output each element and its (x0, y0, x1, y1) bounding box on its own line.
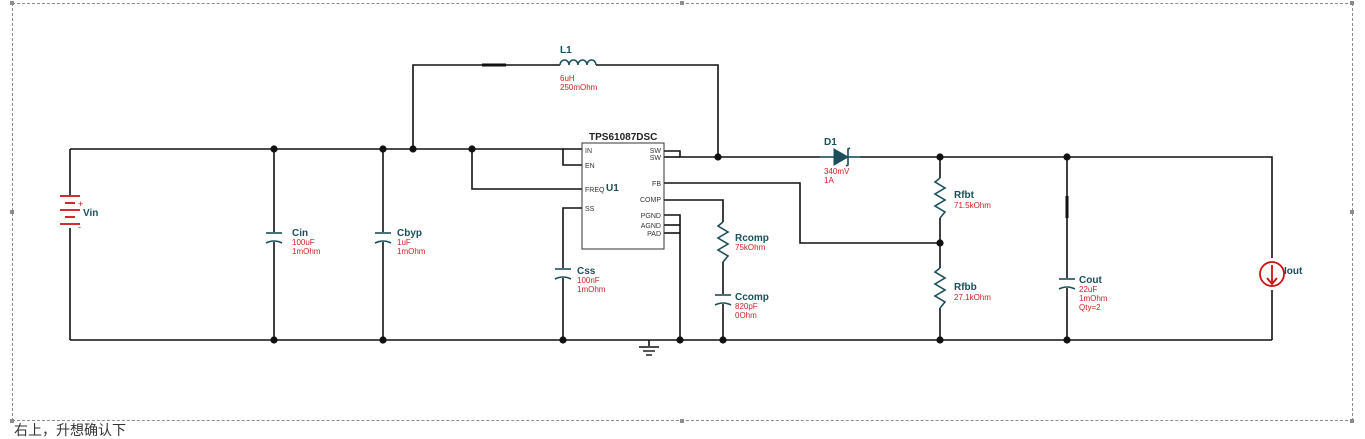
resize-handle-bottom-right[interactable] (1350, 419, 1354, 423)
resize-handle-bottom-center[interactable] (680, 419, 684, 423)
pin-sw-2: SW (650, 155, 662, 162)
css-capacitor[interactable]: Css 100nF 1mOhm (554, 266, 606, 294)
pin-pgnd: PGND (641, 213, 661, 220)
d1-value-current: 1A (824, 176, 834, 185)
l1-value-inductance: 6uH (560, 74, 575, 83)
vin-label: Vin (83, 208, 98, 219)
iout-label: Iout (1284, 266, 1303, 277)
resize-handle-top-left[interactable] (10, 1, 14, 5)
ccomp-value-esr: 0Ohm (735, 311, 757, 320)
cbyp-value-esr: 1mOhm (397, 247, 426, 256)
vin-minus: - (78, 222, 81, 232)
cout-value-qty: Qty=2 (1079, 303, 1101, 312)
cout-label: Cout (1079, 275, 1102, 286)
junctions (270, 145, 1071, 344)
resize-handle-middle-right[interactable] (1350, 210, 1354, 214)
cbyp-label: Cbyp (397, 228, 422, 239)
css-value-capacitance: 100nF (577, 276, 600, 285)
ic-u1[interactable]: TPS61087DSC U1 IN EN FREQ SS SW SW FB CO… (581, 132, 665, 250)
ccomp-label: Ccomp (735, 292, 769, 303)
rfbt-value: 71.5kOhm (954, 201, 991, 210)
rfbt-label: Rfbt (954, 190, 975, 201)
pin-comp: COMP (640, 197, 661, 204)
resize-handle-bottom-left[interactable] (10, 419, 14, 423)
pin-en: EN (585, 163, 595, 170)
cout-capacitor[interactable]: Cout 22uF 1mOhm Qty=2 (1058, 275, 1108, 312)
iout-current-source[interactable]: Iout (1259, 261, 1303, 287)
ground-symbol (639, 346, 659, 356)
pin-agnd: AGND (641, 223, 661, 230)
wire-markers (482, 63, 1069, 218)
css-label: Css (577, 266, 596, 277)
d1-value-vf: 340mV (824, 167, 850, 176)
ccomp-value-capacitance: 820pF (735, 302, 758, 311)
cbyp-capacitor[interactable]: Cbyp 1uF 1mOhm (374, 228, 426, 256)
ic-part-number: TPS61087DSC (589, 132, 657, 143)
cout-value-capacitance: 22uF (1079, 285, 1097, 294)
resize-handle-middle-left[interactable] (10, 210, 14, 214)
cin-value-esr: 1mOhm (292, 247, 321, 256)
l1-value-dcr: 250mOhm (560, 83, 598, 92)
pin-freq: FREQ (585, 187, 605, 194)
d1-label: D1 (824, 137, 837, 148)
rcomp-value: 75kOhm (735, 243, 766, 252)
pin-pad: PAD (647, 231, 661, 238)
cout-value-esr: 1mOhm (1079, 294, 1108, 303)
pin-ss: SS (585, 206, 595, 213)
rfbb-resistor[interactable]: Rfbb 27.1kOhm (933, 267, 991, 309)
rcomp-label: Rcomp (735, 233, 769, 244)
ic-ref-label: U1 (606, 183, 619, 194)
rfbb-value: 27.1kOhm (954, 293, 991, 302)
pin-in: IN (585, 148, 592, 155)
pin-sw-1: SW (650, 148, 662, 155)
rfbb-label: Rfbb (954, 282, 977, 293)
l1-label: L1 (560, 45, 572, 56)
ccomp-capacitor[interactable]: Ccomp 820pF 0Ohm (714, 292, 769, 320)
rcomp-resistor[interactable]: Rcomp 75kOhm (716, 221, 769, 263)
l1-inductor[interactable]: L1 6uH 250mOhm (559, 45, 598, 92)
footer-note: 右上，升想确认下 (14, 423, 126, 439)
css-value-esr: 1mOhm (577, 285, 606, 294)
cbyp-value-capacitance: 1uF (397, 238, 411, 247)
resize-handle-top-right[interactable] (1350, 1, 1354, 5)
vin-plus: + (78, 199, 83, 209)
cin-capacitor[interactable]: Cin 100uF 1mOhm (265, 228, 321, 256)
resize-handle-top-center[interactable] (680, 1, 684, 5)
cin-label: Cin (292, 228, 308, 239)
rfbt-resistor[interactable]: Rfbt 71.5kOhm (933, 177, 991, 219)
pin-fb: FB (652, 181, 661, 188)
d1-diode[interactable]: D1 340mV 1A (820, 137, 860, 185)
cin-value-capacitance: 100uF (292, 238, 315, 247)
vin-battery[interactable]: Vin + - (60, 195, 98, 232)
